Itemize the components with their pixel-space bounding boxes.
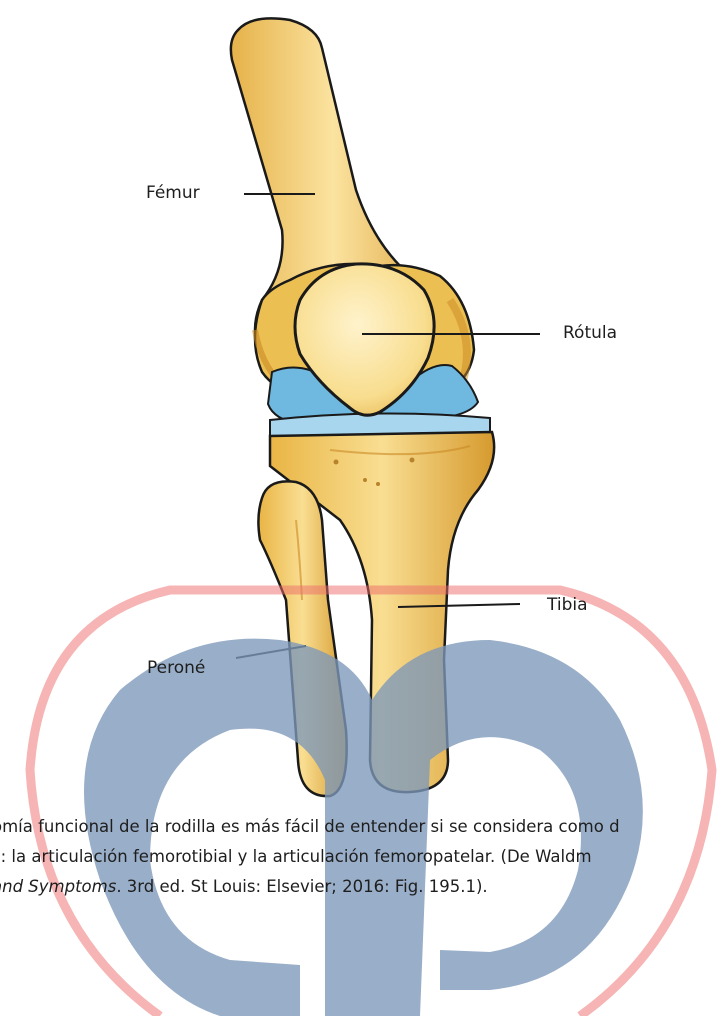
caption-line-2: s: la articulación femorotibial y la art…: [0, 842, 722, 872]
caption-line-1: omía funcional de la rodilla es más fáci…: [0, 812, 722, 842]
tibia-label: Tibia: [547, 595, 588, 615]
caption-book-title: and Symptoms: [0, 877, 116, 896]
caption-citation: . 3rd ed. St Louis: Elsevier; 2016: Fig.…: [116, 877, 487, 896]
caption-line-3: and Symptoms. 3rd ed. St Louis: Elsevier…: [0, 872, 722, 902]
perone-label: Peroné: [147, 658, 205, 678]
figure-caption: omía funcional de la rodilla es más fáci…: [0, 812, 722, 902]
rotula-label: Rótula: [563, 323, 617, 343]
femur-label: Fémur: [146, 183, 200, 203]
